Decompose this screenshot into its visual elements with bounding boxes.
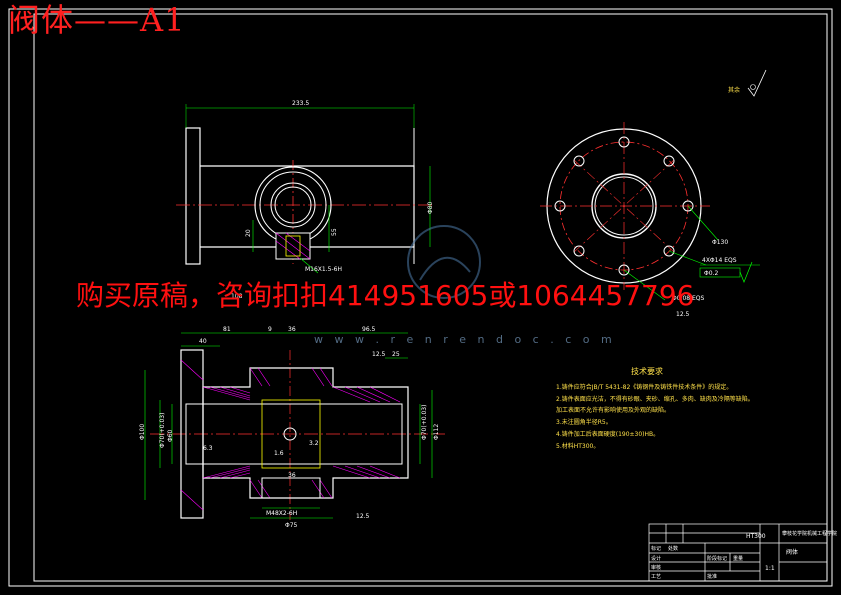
side-roughness: 12.5	[676, 311, 690, 318]
sec-dim-left-60: Φ60	[167, 429, 174, 442]
tb-cell-review: 审核	[651, 565, 662, 571]
promo-banner: 购买原稿，咨询扣扣414951605或1064457796	[76, 279, 695, 312]
tb-part-name: 阀体	[786, 549, 799, 556]
tech-req-item-2b: 加工表面不允许有影响使用及外观的缺陷。	[556, 407, 671, 414]
side-bolt-note: Φ0.08 EQS	[672, 295, 705, 302]
sec-dim-96-5: 96.5	[362, 326, 376, 333]
sec-dim-9: 9	[268, 326, 272, 333]
tb-cell-weight: 重量	[733, 556, 744, 562]
sec-rough-1-6: 1.6	[274, 450, 284, 457]
tech-req-item-2: 2.铸件表面应光洁，不得有砂眼、夹砂、缩孔、多肉、缺肉及冷隔等缺陷。	[556, 396, 754, 403]
side-holes-note: 4XΦ14 EQS	[702, 257, 737, 264]
sec-dim-thread: M48X2-6H	[266, 510, 297, 517]
tb-cell-mark: 标记	[651, 546, 662, 552]
sec-dim-40: 40	[199, 338, 207, 345]
dim-top-depth-left: 20	[245, 229, 252, 237]
sec-dim-25: 25	[392, 351, 400, 358]
sec-dim-left-dia: Φ100	[139, 424, 146, 440]
sec-dim-left-70: Φ70(+0.03)	[159, 413, 166, 448]
sec-dim-36: 36	[288, 326, 296, 333]
top-flange	[185, 127, 201, 265]
sec-rough-6-3: 6.3	[203, 445, 213, 452]
sec-dim-75: Φ75	[285, 522, 298, 529]
dim-top-bottom-left: 108	[231, 293, 243, 300]
tb-school: 攀枝花学院机械工程学院	[782, 531, 838, 537]
watermark-logo-mark	[407, 225, 481, 299]
side-view: 4XΦ14 EQS Φ0.2 Φ130 Φ0.08 EQS 12.5	[540, 69, 767, 318]
tech-req-item-4: 4.铸件加工后表面硬度(190±30)HB。	[556, 431, 660, 438]
tech-req-heading: 技术要求	[631, 367, 663, 376]
section-view: 81 9 36 96.5 40 12.5 25 Φ100 Φ70(+0.03) …	[139, 326, 445, 529]
sec-rough-3-2: 3.2	[309, 440, 319, 447]
side-pcd: Φ130	[712, 239, 728, 246]
section-hatch	[180, 359, 401, 511]
dim-top-thread: M16X1.5-6H	[305, 266, 342, 273]
tb-cell-approve: 批准	[707, 574, 718, 580]
sec-dim-right-112: Φ112	[433, 424, 440, 440]
surface-finish-note: 其余	[728, 86, 740, 94]
tb-cell-design: 设计	[651, 556, 662, 562]
tb-cell-stage: 阶段标记	[707, 556, 728, 562]
top-view: 233.5 Φ80 55 20 M16X1.5-6H 108	[176, 100, 434, 300]
dim-overall-length: 233.5	[292, 100, 309, 107]
watermark-url: w w w . r e n r e n d o c . c o m	[314, 333, 616, 346]
tb-cell-count: 处数	[668, 546, 679, 552]
tb-material: HT300	[746, 533, 766, 540]
inner-frame	[33, 13, 828, 582]
tech-req-item-5: 5.材料HT300。	[556, 443, 600, 450]
sec-rough-12-5: 12.5	[356, 513, 370, 520]
sec-dim-bottom-36: 36	[288, 472, 296, 479]
dim-top-height: Φ80	[427, 201, 434, 214]
sec-dim-12-5: 12.5	[372, 351, 386, 358]
side-tolerance: Φ0.2	[704, 270, 718, 277]
drawing-title: 阀体——A1	[8, 1, 186, 39]
tech-req-item-1: 1.铸件应符合JB/T 5431-82《铸钢件及铸铁件技术条件》的规定。	[556, 384, 733, 391]
outer-frame	[8, 8, 833, 587]
title-block-grid	[648, 523, 828, 582]
tb-scale: 1:1	[765, 565, 775, 572]
dim-top-depth-right: 55	[331, 228, 338, 236]
tech-req-item-3: 3.未注圆角半径R5。	[556, 419, 612, 426]
sec-dim-81: 81	[223, 326, 231, 333]
tb-cell-process: 工艺	[651, 574, 662, 580]
sec-dim-right-70: Φ70(+0.03)	[421, 405, 428, 440]
